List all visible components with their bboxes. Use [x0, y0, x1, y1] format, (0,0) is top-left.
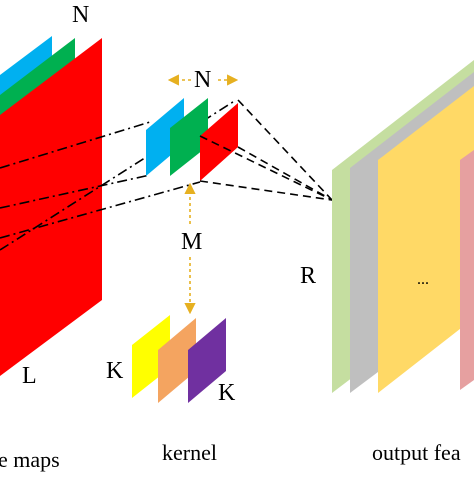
- kernel-slice-blue: [146, 98, 184, 176]
- input-l-label: L: [22, 363, 37, 389]
- kernel-stack: [146, 98, 238, 181]
- kernel-k-right-label: K: [218, 380, 236, 406]
- kernel-n-label: N: [194, 67, 211, 93]
- output-map-light-orange: [378, 86, 474, 393]
- input-map-red: [0, 38, 102, 376]
- caption-kernel: kernel: [162, 440, 217, 465]
- input-feature-maps: [0, 36, 102, 376]
- output-map-pink: [460, 150, 474, 390]
- kernel-slice-green: [170, 98, 208, 176]
- output-r-label: R: [300, 263, 316, 289]
- caption-output: output fea: [372, 440, 461, 465]
- kernel-filters: [132, 315, 226, 403]
- kernel-projection-lines: [199, 99, 333, 201]
- input-n-label: N: [72, 2, 89, 28]
- kernel-m-label: M: [181, 229, 202, 255]
- input-projection-lines: [0, 99, 237, 251]
- filter-yellow: [132, 315, 170, 398]
- filter-orange: [158, 318, 196, 403]
- output-feature-maps: [332, 60, 474, 393]
- kernel-k-left-label: K: [106, 358, 124, 384]
- caption-input: e maps: [0, 447, 60, 472]
- output-dots-label: ...: [417, 271, 429, 288]
- kernel-slice-red: [200, 103, 238, 181]
- filter-purple: [188, 318, 226, 403]
